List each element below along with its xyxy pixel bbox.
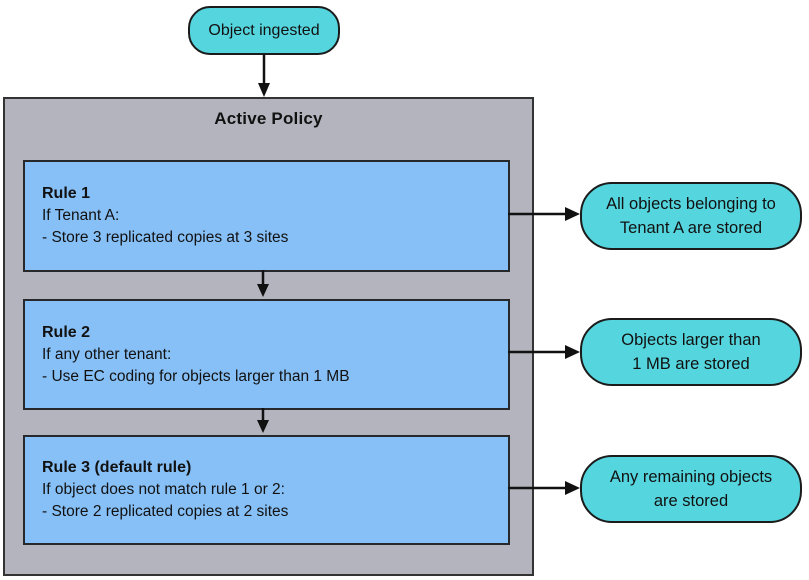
rule-3-condition: If object does not match rule 1 or 2: [42,481,285,498]
outcome-node-rule-3: Any remaining objects are stored [580,455,802,523]
rule-1-condition: If Tenant A: [42,207,120,224]
outcome-node-rule-1: All objects belonging to Tenant A are st… [580,182,802,250]
rule-3-box: Rule 3 (default rule) If object does not… [23,435,510,545]
rule-3-action: - Store 2 replicated copies at 2 sites [42,503,289,520]
outcome-1-label: All objects belonging to Tenant A are st… [606,195,776,237]
rule-2-condition: If any other tenant: [42,345,172,363]
outcome-2-label: Objects larger than 1 MB are stored [621,331,761,373]
rule-2-box: Rule 2 If any other tenant: - Use EC cod… [23,299,510,410]
rule-2-action: - Use EC coding for objects larger than … [42,367,350,385]
rule-1-box: Rule 1 If Tenant A: - Store 3 replicated… [23,160,510,272]
rule-1-action: - Store 3 replicated copies at 3 sites [42,229,289,246]
rule-2-title: Rule 2 [42,323,91,341]
start-node-object-ingested: Object ingested [188,6,340,55]
rule-3-title: Rule 3 (default rule) [42,459,192,476]
rule-1-title: Rule 1 [42,185,91,202]
arrow-start-to-policy [258,55,270,97]
start-node-label: Object ingested [208,21,320,39]
active-policy-panel: Active Policy Rule 1 If Tenant A: - Stor… [3,97,534,576]
outcome-3-label: Any remaining objects are stored [609,468,773,510]
outcome-node-rule-2: Objects larger than 1 MB are stored [580,318,802,386]
active-policy-title: Active Policy [214,109,323,128]
